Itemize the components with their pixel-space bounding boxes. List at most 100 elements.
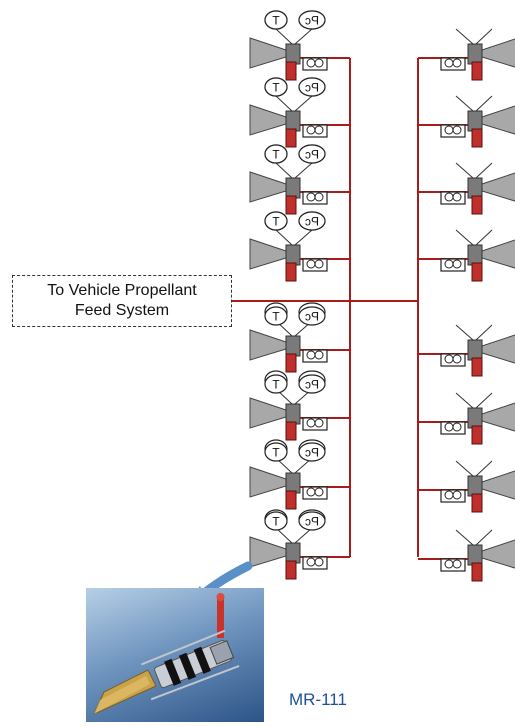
nozzle-icon	[482, 172, 515, 202]
valve-icon	[472, 129, 482, 147]
temperature-sensor-label: T	[272, 378, 280, 392]
valve-icon	[286, 354, 296, 372]
sensor-pair: T Pc	[265, 11, 325, 29]
nozzle-icon	[482, 239, 515, 269]
manifold-block-icon	[468, 408, 482, 428]
sensor-pair: T Pc	[265, 145, 325, 163]
nozzle-icon	[250, 239, 286, 269]
right-thruster-7	[441, 461, 515, 512]
feed-system-line2: Feed System	[75, 301, 169, 321]
nozzle-icon	[250, 537, 286, 567]
pressure-sensor: Pc	[299, 11, 325, 29]
heater-icon	[441, 559, 465, 571]
valve-icon	[286, 422, 296, 440]
manifold-block-icon	[468, 111, 482, 131]
pressure-sensor: Pc	[299, 307, 325, 325]
right-thruster-4	[441, 230, 515, 281]
pressure-sensor-label: Pc	[305, 378, 319, 392]
temperature-sensor: T	[265, 512, 287, 530]
valve-icon	[286, 491, 296, 509]
heater-icon	[441, 259, 465, 271]
pressure-sensor: Pc	[299, 512, 325, 530]
feed-system-box: To Vehicle Propellant Feed System	[12, 275, 232, 327]
valve-icon	[286, 263, 296, 281]
temperature-sensor: T	[265, 145, 287, 163]
heater-icon	[303, 418, 327, 430]
temperature-sensor-label: T	[272, 515, 280, 529]
nozzle-icon	[250, 467, 286, 497]
temperature-sensor-label: T	[272, 310, 280, 324]
manifold-block-icon	[468, 178, 482, 198]
valve-icon	[472, 358, 482, 376]
manifold-block-icon	[468, 245, 482, 265]
temperature-sensor: T	[265, 212, 287, 230]
nozzle-icon	[482, 402, 515, 432]
sensor-pair: TPc	[265, 78, 325, 96]
pressure-sensor-label: Pc	[305, 310, 319, 324]
pressure-sensor-label: Pc	[305, 215, 319, 229]
valve-icon	[286, 129, 296, 147]
photo-thruster-body	[138, 631, 239, 701]
valve-icon	[472, 62, 482, 80]
manifold-block-icon	[468, 340, 482, 360]
pressure-sensor: Pc	[299, 375, 325, 393]
heater-icon	[441, 192, 465, 204]
right-thruster-3	[441, 163, 515, 214]
manifold-block-icon	[286, 336, 300, 356]
temperature-sensor-label: T	[272, 148, 280, 162]
nozzle-icon	[250, 105, 286, 135]
temperature-sensor: T	[265, 307, 287, 325]
nozzle-icon	[482, 334, 515, 364]
heater-icon	[303, 58, 327, 70]
sensor-pair: T Pc	[265, 375, 325, 393]
temperature-sensor-label: T	[272, 14, 280, 28]
manifold-block-icon	[468, 476, 482, 496]
heater-icon	[303, 192, 327, 204]
pressure-sensor-label: Pc	[305, 148, 319, 162]
left-thruster-8	[250, 528, 327, 579]
left-thruster-4	[250, 230, 327, 281]
heater-icon	[441, 422, 465, 434]
mr-111-caption: MR-111	[289, 690, 347, 710]
right-thruster-6	[441, 393, 515, 444]
manifold-block-icon	[286, 543, 300, 563]
right-thruster-5	[441, 325, 515, 376]
temperature-sensor-label: T	[272, 215, 280, 229]
nozzle-icon	[250, 398, 286, 428]
left-thruster-3	[250, 163, 327, 214]
pressure-sensor: Pc	[299, 443, 325, 461]
sensor-pair: T Pc	[265, 307, 325, 325]
manifold-block-icon	[468, 545, 482, 565]
heater-icon	[441, 125, 465, 137]
manifold-block-icon	[286, 178, 300, 198]
left-thruster-1	[250, 29, 327, 80]
nozzle-icon	[250, 38, 286, 68]
nozzle-icon	[250, 330, 286, 360]
sensor-pair: T Pc	[265, 512, 325, 530]
heater-icon	[303, 259, 327, 271]
manifold-block-icon	[286, 245, 300, 265]
manifold-block-icon	[286, 404, 300, 424]
mr-111-thruster-photo	[86, 588, 264, 722]
sensor-pair: TPc	[265, 443, 325, 461]
pressure-sensor-label: Pc	[305, 81, 319, 95]
pressure-sensor-label: Pc	[305, 14, 319, 28]
valve-icon	[472, 426, 482, 444]
left-thruster-5	[250, 321, 327, 372]
right-thruster-8	[441, 530, 515, 581]
pressure-sensor: Pc	[299, 78, 325, 96]
heater-icon	[303, 487, 327, 499]
feed-system-line1: To Vehicle Propellant	[47, 281, 196, 301]
valve-icon	[286, 196, 296, 214]
manifold-block-icon	[286, 111, 300, 131]
heater-icon	[303, 350, 327, 362]
heater-icon	[441, 490, 465, 502]
pressure-sensor-label: Pc	[305, 446, 319, 460]
valve-icon	[472, 494, 482, 512]
thruster-photo-illustration	[86, 588, 264, 722]
nozzle-icon	[482, 105, 515, 135]
manifold-block-icon	[286, 473, 300, 493]
manifold-block-icon	[468, 44, 482, 64]
pressure-sensor: Pc	[299, 145, 325, 163]
left-thruster-6	[250, 389, 327, 440]
